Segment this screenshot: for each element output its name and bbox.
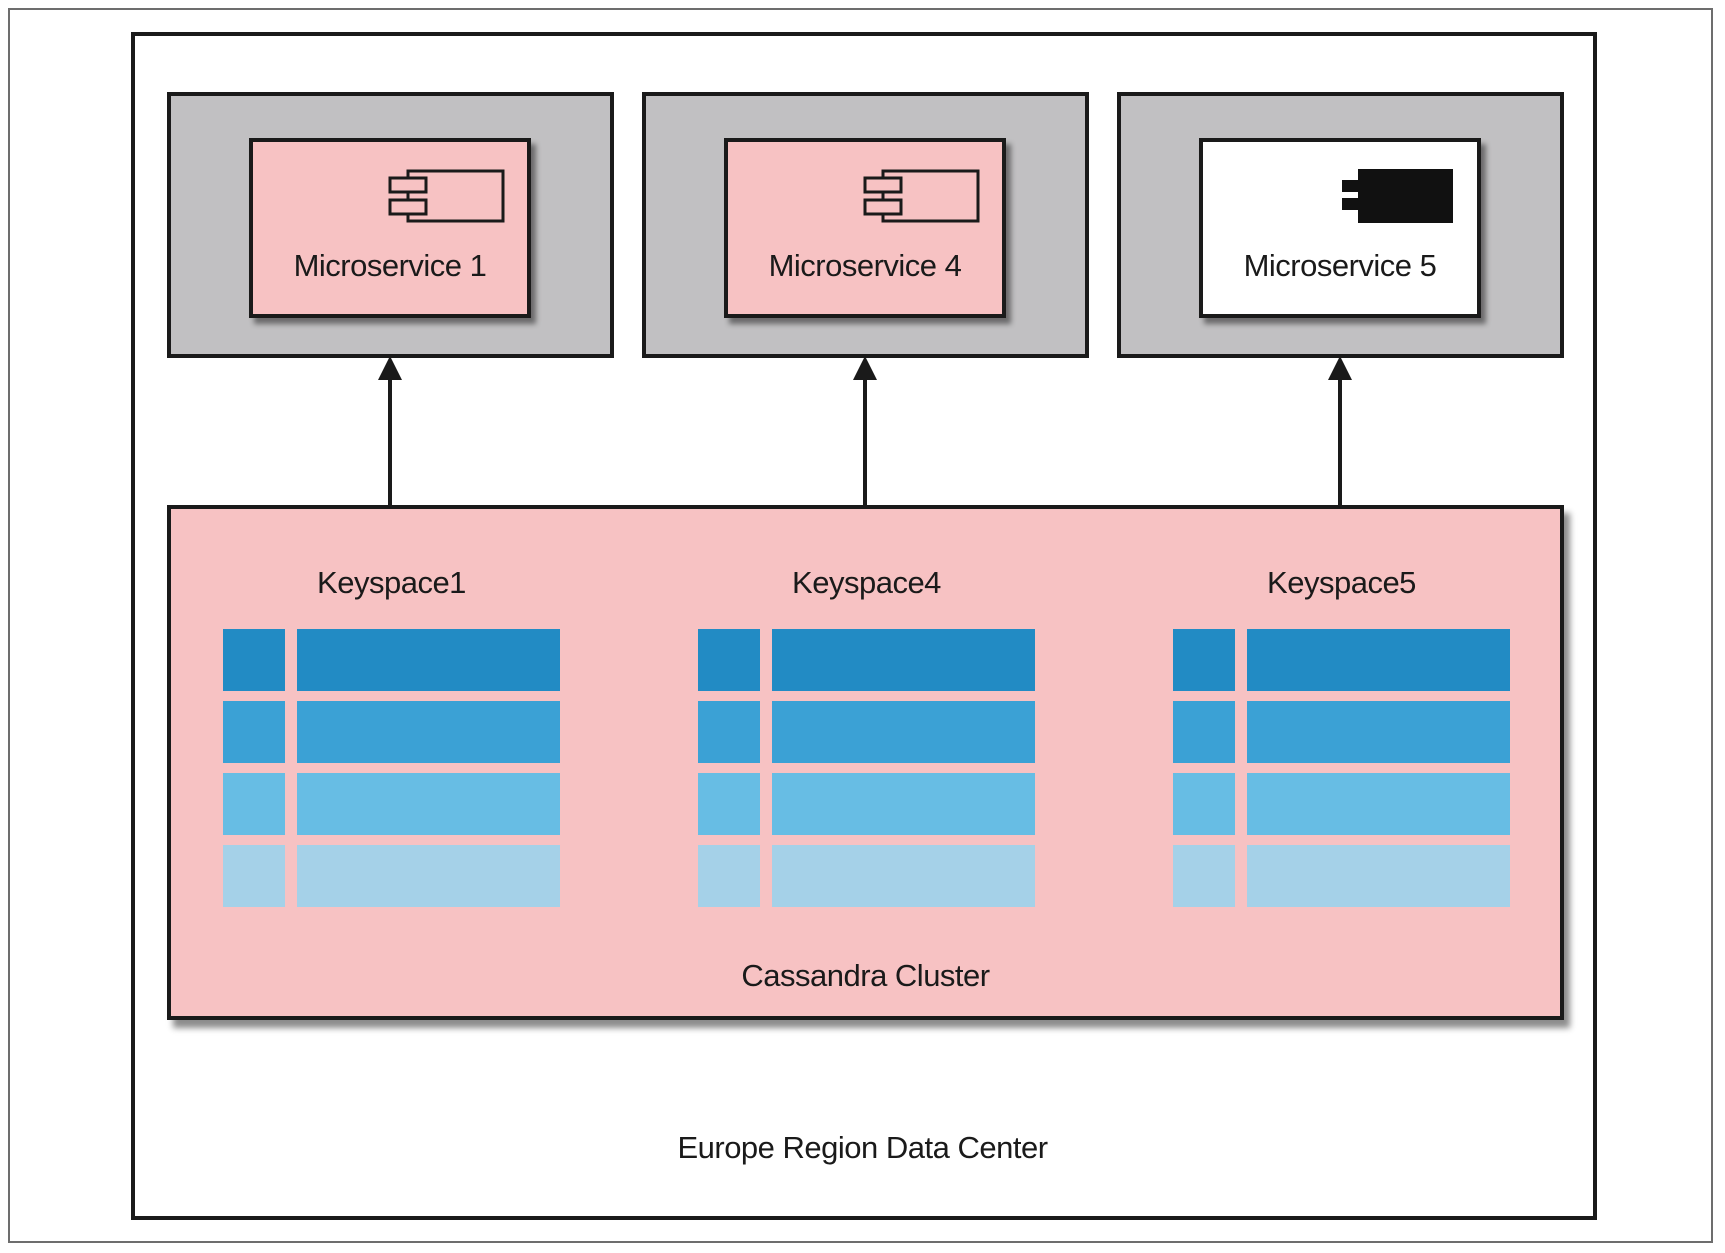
row-key-cell	[223, 845, 285, 907]
keyspace-title-1: Keyspace1	[317, 565, 466, 600]
keyspace-table-5	[1173, 629, 1510, 913]
row-value-cell	[297, 701, 560, 763]
row-value-cell	[1247, 845, 1510, 907]
row-value-cell	[772, 773, 1035, 835]
keyspace-table-1	[223, 629, 560, 913]
row-key-cell	[223, 773, 285, 835]
keyspace-row	[223, 701, 560, 763]
keyspace-row	[223, 629, 560, 691]
keyspace-row	[698, 629, 1035, 691]
microservice-host-5: Microservice 5	[1117, 92, 1564, 358]
microservice-card-4: Microservice 4	[724, 138, 1006, 318]
microservice-label-4: Microservice 4	[768, 248, 962, 283]
row-value-cell	[297, 629, 560, 691]
keyspace-table-4	[698, 629, 1035, 913]
microservice-label-5: Microservice 5	[1243, 248, 1437, 283]
row-key-cell	[1173, 773, 1235, 835]
cluster-label: Cassandra Cluster	[741, 958, 990, 993]
row-key-cell	[698, 629, 760, 691]
microservice-card-5: Microservice 5	[1199, 138, 1481, 318]
row-key-cell	[223, 629, 285, 691]
microservice-host-1: Microservice 1	[167, 92, 614, 358]
keyspace-row	[1173, 701, 1510, 763]
keyspace-title-4: Keyspace4	[792, 565, 941, 600]
component-filled-icon	[1342, 169, 1453, 223]
keyspace-row	[698, 701, 1035, 763]
row-value-cell	[772, 629, 1035, 691]
row-key-cell	[1173, 629, 1235, 691]
row-key-cell	[698, 845, 760, 907]
keyspace-row	[698, 845, 1035, 907]
microservice-label-1: Microservice 1	[293, 248, 487, 283]
keyspace-row	[223, 773, 560, 835]
row-key-cell	[1173, 701, 1235, 763]
row-key-cell	[223, 701, 285, 763]
keyspace-row	[698, 773, 1035, 835]
microservice-host-4: Microservice 4	[642, 92, 1089, 358]
row-value-cell	[772, 845, 1035, 907]
row-value-cell	[1247, 629, 1510, 691]
outer-frame	[8, 8, 1713, 1243]
row-value-cell	[1247, 701, 1510, 763]
keyspace-title-5: Keyspace5	[1267, 565, 1416, 600]
keyspace-row	[223, 845, 560, 907]
row-key-cell	[698, 701, 760, 763]
datacenter-label: Europe Region Data Center	[677, 1130, 1048, 1165]
row-key-cell	[698, 773, 760, 835]
microservice-card-1: Microservice 1	[249, 138, 531, 318]
keyspace-row	[1173, 629, 1510, 691]
row-key-cell	[1173, 845, 1235, 907]
keyspace-row	[1173, 773, 1510, 835]
row-value-cell	[772, 701, 1035, 763]
row-value-cell	[297, 845, 560, 907]
component-icon	[863, 169, 980, 223]
row-value-cell	[297, 773, 560, 835]
keyspace-row	[1173, 845, 1510, 907]
component-icon	[388, 169, 505, 223]
row-value-cell	[1247, 773, 1510, 835]
cassandra-cluster: Keyspace1 Keyspace4 Keyspace5 Cassandra …	[167, 505, 1564, 1020]
